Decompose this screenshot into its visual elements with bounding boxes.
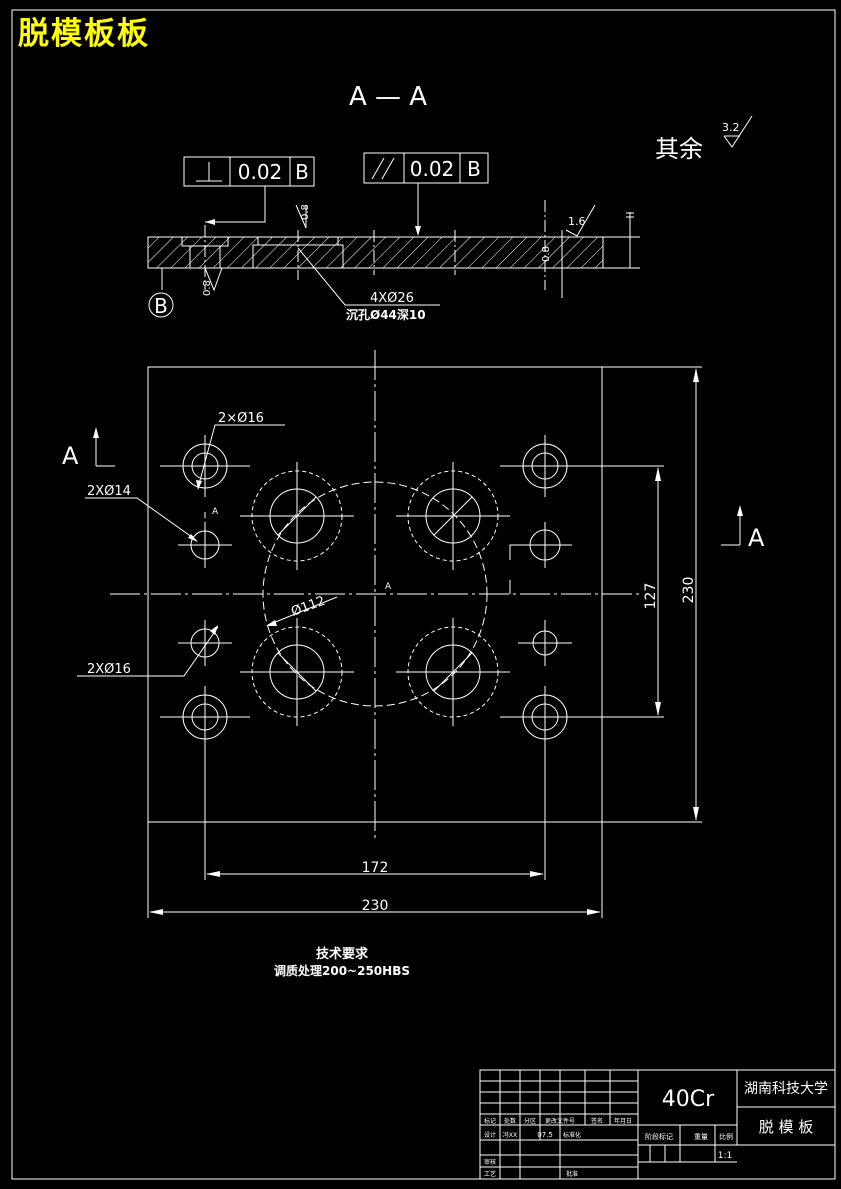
corner-hole [160,435,250,497]
roughness-symbol-icon [723,115,753,148]
dimension-230h-label: 230 [362,898,389,914]
tb-label: 签名 [591,1117,603,1125]
tolerance-datum-2: B [467,157,481,181]
tb-label: 更改文件号 [545,1117,575,1125]
hole-note-leader-2 [85,497,197,541]
section-view [147,200,640,298]
tb-row2: 设计 [484,1131,496,1139]
tb-row2: 冯XX [503,1131,517,1139]
datum-b-label: B [154,294,168,318]
tb-label: 处数 [504,1117,516,1125]
section-note-leader [297,247,440,306]
small-section-label: A [212,507,219,517]
tb-row4: 批准 [566,1170,578,1178]
small-hole [518,620,572,666]
tb-part: 脱 模 板 [759,1118,814,1136]
dimension-230-horizontal [147,822,603,918]
tb-stage: 阶段标记 [645,1132,673,1141]
tolerance-leader-1 [205,186,266,223]
dimension-230-vertical [602,366,702,823]
hole-note-leader-3 [77,626,219,677]
parallel-icon [371,157,395,180]
small-hole [518,522,572,568]
drawing-border [11,9,836,1180]
view-arrow-left [93,427,115,467]
tb-row3: 审核 [484,1158,496,1166]
tech-req-title: 技术要求 [316,946,369,962]
dimension-230v-label: 230 [681,577,697,604]
view-label-right: A [748,524,765,552]
surface-note-roughness: 3.2 [722,121,740,134]
drawing-title: 脱模板板 [18,16,150,52]
tb-label: 分区 [524,1117,536,1125]
tolerance-value-1: 0.02 [238,160,283,184]
tb-row4: 工艺 [484,1170,496,1178]
datum-b-symbol [148,267,175,318]
tolerance-frame-parallel [363,152,489,184]
roughness-3: 0.8 [541,246,552,262]
tb-scale: 1:1 [718,1151,732,1161]
dimension-172-label: 172 [362,860,389,876]
tolerance-value-2: 0.02 [410,157,455,181]
hole-note-1: 2×Ø16 [218,411,264,426]
corner-hole [160,686,250,748]
tb-label: 标记 [484,1117,496,1125]
perpendicular-icon [196,162,222,182]
hole-note-leader-1 [197,424,285,489]
view-label-left: A [62,442,79,470]
tb-ratio: 比例 [719,1132,733,1141]
title-block [479,1069,836,1180]
dia-112-leader [267,596,338,626]
small-hole [178,522,232,568]
dia-112-label: Ø112 [289,594,327,620]
section-label: A — A [349,82,427,112]
dimension-127-label: 127 [643,583,659,610]
tb-row2: 07.5 [537,1131,553,1139]
section-note-1: 4XØ26 [370,291,414,306]
tolerance-frame-perpendicular [183,156,315,187]
tech-req-line1: 调质处理200~250HBS [274,963,410,978]
pitch-circle [262,481,488,707]
tb-weight: 重量 [694,1133,708,1141]
dimension-127 [545,465,664,718]
center-label: A [385,582,392,592]
tb-row2: 标准化 [563,1131,581,1139]
roughness-2: 1.6 [568,215,586,228]
tb-school: 湖南科技大学 [744,1081,828,1097]
section-note-2: 沉孔Ø44深10 [346,307,426,322]
small-hole [178,620,232,666]
hole-note-2: 2XØ14 [87,484,131,499]
dimension-172 [204,748,546,880]
view-arrow-right [721,505,743,546]
tb-material: 40Cr [662,1087,715,1112]
hole-note-3: 2XØ16 [87,662,131,677]
tb-label: 年月日 [614,1117,632,1125]
roughness-4: 0.8 [202,280,213,296]
surface-note-text: 其余 [655,135,703,163]
tolerance-datum-1: B [295,160,309,184]
